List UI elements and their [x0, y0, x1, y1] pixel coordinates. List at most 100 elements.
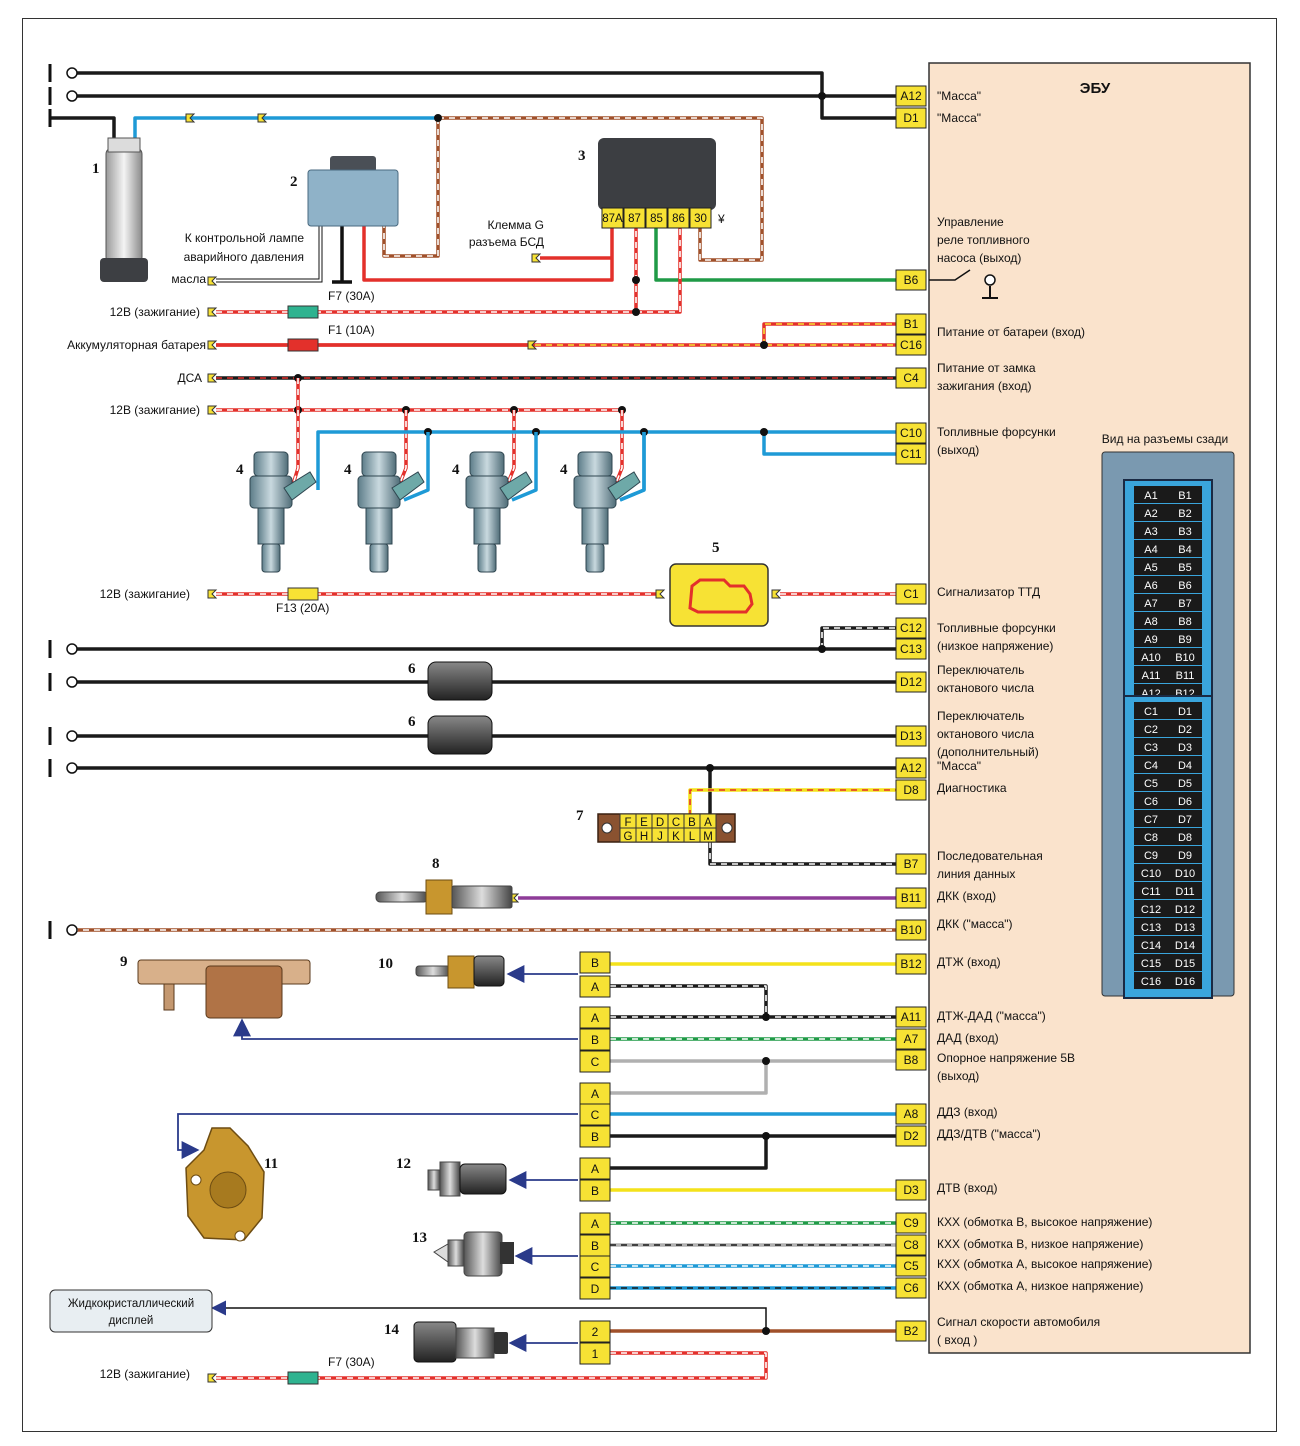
lcd-display-box: Жидкокристаллический дисплей: [49, 1289, 213, 1333]
ecu-pin-label: ДКК (вход): [937, 889, 996, 903]
sensor-connector-pin: D: [579, 1277, 611, 1300]
diag-pin-label: J: [657, 831, 663, 843]
ecu-pin-label: Диагностика: [937, 781, 1007, 795]
connector-pin: B6: [1178, 580, 1191, 592]
oil-relay-wire: [362, 226, 614, 282]
check-engine-lamp: 5: [669, 540, 769, 627]
fuel-pump: 1: [92, 137, 148, 282]
sensor-pin-label: A: [591, 980, 599, 994]
map-arrow: [233, 1018, 578, 1040]
ign-label-4: 12В (зажигание): [100, 1367, 190, 1381]
connector-pin: A2: [1144, 508, 1157, 520]
junction-dot: [760, 341, 768, 349]
diag-pin-label: F: [624, 817, 631, 829]
fuse-f13-label: F13 (20А): [276, 601, 329, 615]
pump-wire-terminal: [185, 113, 196, 123]
ecu-pin-label: ДДЗ (вход): [937, 1105, 997, 1119]
ecu-pin-id: B12: [900, 957, 922, 971]
fuel-injector-1: 4: [236, 451, 317, 573]
ecu-pin-label: Топливные форсунки: [937, 621, 1056, 635]
klemma-label-2: разъема БСД: [469, 235, 544, 249]
ecu-pin-id: D3: [903, 1183, 919, 1197]
component-number-7: 7: [576, 808, 584, 824]
connector-pin: B5: [1178, 562, 1191, 574]
connector-pin: D3: [1178, 742, 1192, 754]
ground-terminal: [48, 64, 78, 82]
fuel-injector-4: 4: [560, 451, 641, 573]
component-number-5: 5: [712, 540, 720, 556]
diag-pin-label: L: [689, 831, 696, 843]
connector-pin: D14: [1175, 940, 1195, 952]
connector-pin: A4: [1144, 544, 1157, 556]
lcd-arrow: [211, 1300, 767, 1331]
serial-wire: [708, 842, 896, 866]
diag-pin-label: H: [640, 831, 648, 843]
injector-signal-wire: [511, 432, 538, 502]
sensor-pin-label: C: [591, 1108, 600, 1122]
klemma-label-1: Клемма G: [487, 218, 544, 232]
ecu-title: ЭБУ: [1080, 80, 1111, 97]
ground-terminal: [48, 759, 78, 777]
ecu-pin-id: D13: [900, 729, 922, 743]
diode-symbol: ¥: [717, 212, 725, 226]
sensor-pin-label: 1: [592, 1347, 599, 1361]
ecu-pin-label: ДКК ("масса"): [937, 917, 1013, 931]
battery-b1-wire: [762, 322, 896, 345]
ecu-pin-id: B6: [904, 273, 919, 287]
sensor-connector-pin: B: [579, 1028, 611, 1051]
junction-dot: [762, 1013, 770, 1021]
ecu-pin-label: Управление: [937, 215, 1004, 229]
ground-terminal: [48, 727, 78, 745]
sensor-pin-label: B: [591, 1184, 599, 1198]
ecu-pin-b1: B1: [895, 313, 927, 335]
connector-pin: C11: [1141, 886, 1160, 898]
ecu-pin-label: Переключатель: [937, 709, 1024, 723]
relay-pin-label: 30: [694, 213, 707, 225]
tps-arrow: [177, 1113, 578, 1159]
connector-pin: D4: [1178, 760, 1192, 772]
pump-feed-wire: [133, 116, 438, 140]
connector-pin: A10: [1141, 652, 1161, 664]
sensor-connector-pin: 2: [579, 1320, 611, 1343]
fuse-f1-label: F1 (10А): [328, 323, 375, 337]
ecu-pin-label: "Масса": [937, 89, 981, 103]
connector-pin: D13: [1175, 922, 1195, 934]
ecu-pin-label: линия данных: [937, 867, 1015, 881]
map-sensor: 9: [120, 954, 311, 1019]
sensor-pin-label: 2: [592, 1325, 599, 1339]
relay-30-wire: [438, 116, 764, 262]
ecu-pin-label: октанового числа: [937, 727, 1034, 741]
ecu-pin-id: B1: [904, 317, 919, 331]
sensor-connector-pin: B: [579, 1125, 611, 1148]
ecu-pin-label: Сигнализатор ТТД: [937, 585, 1040, 599]
lcd-label-1: Жидкокристаллический: [68, 1298, 194, 1310]
sensor-connector-pin: C: [579, 1050, 611, 1073]
ecu-pin-label: ДАД (вход): [937, 1031, 999, 1045]
injector-signal-wire: [316, 430, 896, 490]
connector-pin: B11: [1176, 670, 1195, 682]
dsa-terminal: [207, 373, 218, 383]
connector-pin: C14: [1141, 940, 1161, 952]
ecu-pin-label: КХХ (обмотка А, низкое напряжение): [937, 1279, 1143, 1293]
ign-label-3: 12В (зажигание): [100, 587, 190, 601]
component-number-8: 8: [432, 856, 440, 872]
ign-terminal: [207, 589, 218, 599]
ign-terminal: [207, 1373, 218, 1383]
ign-terminal: [207, 405, 218, 415]
ecu-pin-label: Питание от замка: [937, 361, 1036, 375]
ecu-pin-label: Топливные форсунки: [937, 425, 1056, 439]
ecu-pin-label: КХХ (обмотка А, высокое напряжение): [937, 1257, 1152, 1271]
component-number-4: 4: [344, 462, 352, 478]
junction-dot: [632, 308, 640, 316]
ecu-pin-a8: A8 ДДЗ (вход): [895, 1103, 997, 1125]
ecu-pin-id: A8: [904, 1107, 919, 1121]
connector-pin: C1: [1144, 706, 1158, 718]
coolant-ground-wire: [610, 984, 768, 1017]
relay-pin-label: 86: [672, 213, 685, 225]
connector-pin: C8: [1144, 832, 1158, 844]
